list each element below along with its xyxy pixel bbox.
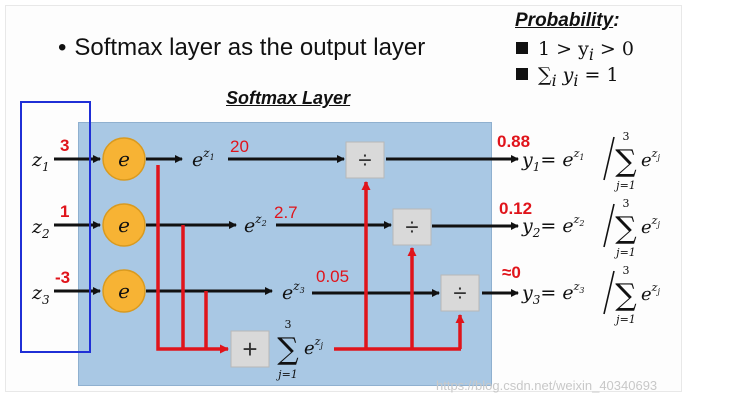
sum-upper: 3: [285, 318, 292, 331]
output-sum-term-3: ezj: [641, 281, 660, 305]
divide-box-3: [440, 274, 480, 312]
output-1: 0.88 y1= ez1 3 ∑ ezj j=1: [497, 130, 660, 192]
exp-value-2: 2.7: [274, 203, 298, 222]
heading-text: Softmax layer as the output layer: [74, 34, 426, 61]
exp-node-2-label: e: [118, 213, 130, 237]
output-sum-upper-1: 3: [623, 130, 630, 143]
square-bullet-icon: [516, 68, 528, 80]
probability-line-1: 1 > yi > 0: [516, 38, 634, 64]
probability-title: Probability:: [515, 10, 620, 31]
output-value-1: 0.88: [497, 132, 530, 151]
output-sum-lower-2: j=1: [613, 246, 636, 259]
input-value-2: 1: [60, 202, 69, 221]
plus-box: [230, 330, 270, 368]
probability-line-2: ∑i yi = 1: [516, 64, 619, 90]
input-value-1: 3: [60, 136, 69, 155]
input-highlight-rect: [20, 101, 91, 353]
exp-node-3-label: e: [118, 279, 130, 303]
output-sum-lower-1: j=1: [613, 179, 636, 192]
output-value-2: 0.12: [499, 199, 532, 218]
exp-label-1: ez1: [192, 146, 215, 171]
output-sigma-2: ∑: [615, 211, 637, 246]
input-z1: z1: [31, 149, 50, 174]
input-z2: z2: [31, 216, 50, 241]
divide-box-1: [345, 141, 385, 179]
output-3: ≈0 y3= ez3 3 ∑ ezj j=1: [502, 263, 660, 326]
output-2: 0.12 y2= ez2 3 ∑ ezj j=1: [499, 197, 660, 259]
plus-icon: +: [242, 334, 257, 364]
sum-lower: j=1: [275, 368, 298, 381]
input-value-3: -3: [55, 268, 70, 287]
output-sum-upper-3: 3: [623, 264, 630, 277]
exp-node-2: [102, 203, 146, 247]
output-slash-3: [603, 270, 615, 315]
exp-label-2: ez2: [244, 212, 267, 237]
sum-term: ezj: [304, 335, 323, 359]
divide-icon-2: ÷: [405, 214, 418, 241]
exp-label-3: ez3: [282, 279, 305, 304]
output-formula-3: y3= ez3: [521, 280, 584, 307]
divide-box-2: [392, 208, 432, 246]
output-sigma-1: ∑: [615, 144, 637, 179]
square-bullet-icon: [516, 42, 528, 54]
output-value-3: ≈0: [502, 263, 521, 282]
output-sigma-3: ∑: [615, 278, 637, 313]
softmax-layer-title: Softmax Layer: [226, 88, 351, 108]
exp-node-1-label: e: [118, 147, 130, 171]
input-z3: z3: [31, 282, 50, 307]
output-slash-2: [603, 203, 615, 248]
divide-icon-3: ÷: [453, 280, 466, 307]
sum-sigma: ∑: [277, 332, 299, 367]
exp-value-1: 20: [230, 137, 249, 156]
output-sum-upper-2: 3: [623, 197, 630, 210]
softmax-layer-box: [78, 122, 492, 386]
output-formula-1: y1= ez1: [521, 147, 584, 174]
watermark: https://blog.csdn.net/weixin_40340693: [436, 378, 658, 393]
output-sum-term-2: ezj: [641, 214, 660, 238]
divide-icon-1: ÷: [358, 147, 371, 174]
output-sum-term-1: ezj: [641, 147, 660, 171]
heading: • Softmax layer as the output layer: [58, 34, 425, 62]
exp-node-1: [102, 137, 146, 181]
exp-node-3: [102, 269, 146, 313]
output-sum-lower-3: j=1: [613, 313, 636, 326]
output-slash-1: [603, 136, 615, 181]
bullet-icon: •: [58, 34, 67, 61]
exp-value-3: 0.05: [316, 267, 349, 286]
output-formula-2: y2= ez2: [521, 213, 584, 240]
red-path-node1-sum: [156, 165, 229, 354]
